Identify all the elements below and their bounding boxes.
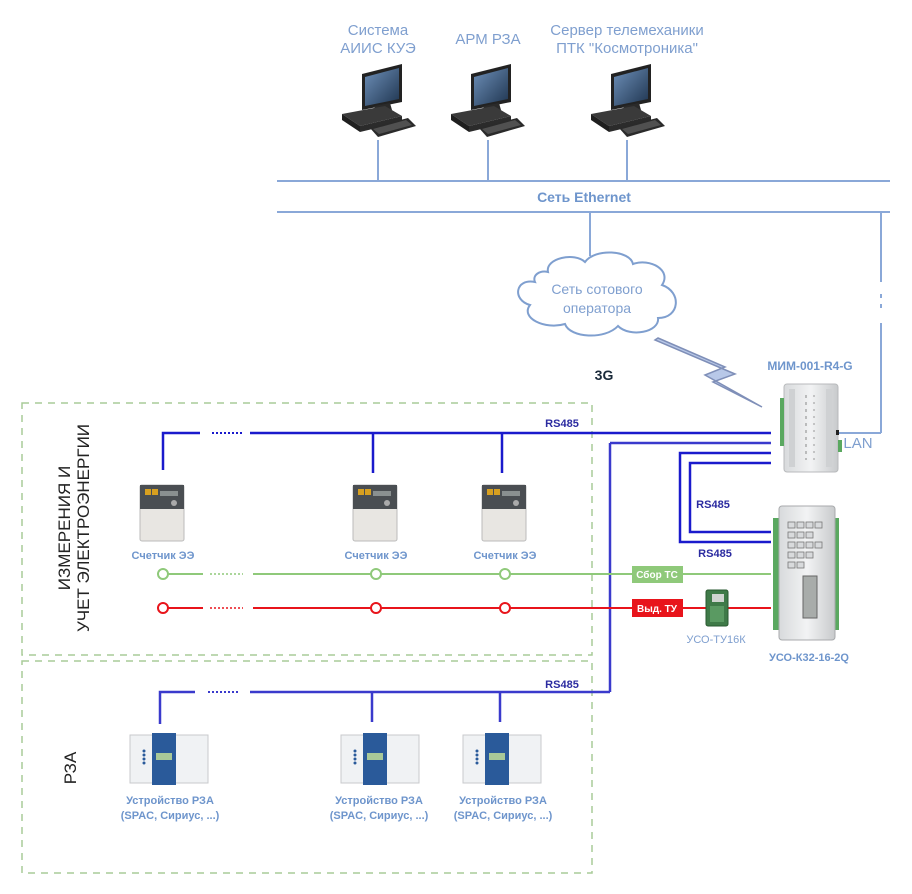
svg-text:(SPAC, Сириус, ...): (SPAC, Сириус, ...) bbox=[330, 810, 429, 822]
rza-device-2 bbox=[340, 733, 420, 785]
rs485-metering-label: RS485 bbox=[545, 418, 579, 430]
svg-text:Система: Система bbox=[348, 22, 409, 39]
uso-tu16k-label: УСО-ТУ16К bbox=[686, 634, 746, 646]
wireless-link-icon bbox=[653, 337, 763, 408]
computer-icon-server bbox=[591, 64, 665, 137]
gateway-mim-device bbox=[780, 383, 842, 473]
rs485-rza-bus bbox=[158, 441, 771, 724]
telemechanics-server-label: Сервер телемеханики ПТК "Космотроника" bbox=[550, 22, 703, 57]
computer-icon-arm-rza bbox=[451, 64, 525, 137]
meter-device-2 bbox=[352, 484, 398, 542]
uso-k32-label: УСО-К32-16-2Q bbox=[769, 652, 849, 664]
lan-label: LAN bbox=[843, 435, 872, 452]
cloud-label-line1: Сеть сотового bbox=[551, 281, 643, 297]
svg-text:Устройство РЗА: Устройство РЗА bbox=[459, 795, 547, 807]
ethernet-label: Сеть Ethernet bbox=[537, 189, 631, 205]
computer-icon-aiis bbox=[342, 64, 416, 137]
rs485-uso-label-2: RS485 bbox=[698, 548, 732, 560]
tu-tag bbox=[632, 599, 683, 617]
system-aiis-label: Система АИИС КУЭ bbox=[340, 22, 416, 57]
zone-metering bbox=[21, 402, 593, 656]
ts-tag-label: Сбор ТС bbox=[636, 569, 678, 581]
meter-label-3: Счетчик ЭЭ bbox=[474, 550, 537, 562]
svg-text:УЧЕТ ЭЛЕКТРОЭНЕРГИИ: УЧЕТ ЭЛЕКТРОЭНЕРГИИ bbox=[74, 424, 93, 632]
svg-text:АРМ РЗА: АРМ РЗА bbox=[455, 31, 520, 48]
uso-k32-device bbox=[773, 505, 839, 641]
svg-text:Устройство РЗА: Устройство РЗА bbox=[335, 795, 423, 807]
svg-text:Сервер телемеханики: Сервер телемеханики bbox=[550, 22, 703, 39]
rs485-uso-label-1: RS485 bbox=[696, 499, 730, 511]
meter-label-1: Счетчик ЭЭ bbox=[132, 550, 195, 562]
rs485-metering-bus bbox=[161, 431, 771, 473]
zone-rza bbox=[21, 660, 593, 874]
rza-label-3: Устройство РЗА (SPAC, Сириус, ...) bbox=[454, 795, 553, 822]
ethernet-bus bbox=[277, 140, 890, 434]
arm-rza-label: АРМ РЗА bbox=[455, 31, 520, 48]
meter-device-1 bbox=[139, 484, 185, 542]
rza-label-2: Устройство РЗА (SPAC, Сириус, ...) bbox=[330, 795, 429, 822]
rs485-rza-label: RS485 bbox=[545, 679, 579, 691]
uso-tu16k-device bbox=[705, 589, 729, 627]
svg-text:ИЗМЕРЕНИЯ И: ИЗМЕРЕНИЯ И bbox=[55, 466, 74, 590]
cellular-cloud-icon: Сеть сотового оператора bbox=[517, 251, 677, 337]
zone-rza-title: РЗА bbox=[61, 751, 80, 784]
rza-device-1 bbox=[129, 733, 209, 785]
svg-text:(SPAC, Сириус, ...): (SPAC, Сириус, ...) bbox=[121, 810, 220, 822]
rza-label-1: Устройство РЗА (SPAC, Сириус, ...) bbox=[121, 795, 220, 822]
svg-text:Устройство РЗА: Устройство РЗА bbox=[126, 795, 214, 807]
svg-text:ПТК "Космотроника": ПТК "Космотроника" bbox=[556, 40, 698, 57]
tu-tag-label: Выд. ТУ bbox=[637, 604, 678, 615]
cloud-label-line2: оператора bbox=[563, 300, 631, 316]
meter-label-2: Счетчик ЭЭ bbox=[345, 550, 408, 562]
rs485-uso-links bbox=[678, 451, 771, 544]
gateway-name-label: МИМ-001-R4-G bbox=[767, 359, 852, 373]
svg-text:АИИС КУЭ: АИИС КУЭ bbox=[340, 40, 416, 57]
wireless-3g-label: 3G bbox=[595, 367, 614, 383]
svg-text:(SPAC, Сириус, ...): (SPAC, Сириус, ...) bbox=[454, 810, 553, 822]
ts-tag bbox=[632, 566, 683, 583]
meter-device-3 bbox=[481, 484, 527, 542]
zone-metering-title: ИЗМЕРЕНИЯ И УЧЕТ ЭЛЕКТРОЭНЕРГИИ bbox=[55, 424, 93, 632]
rza-device-3 bbox=[462, 733, 542, 785]
